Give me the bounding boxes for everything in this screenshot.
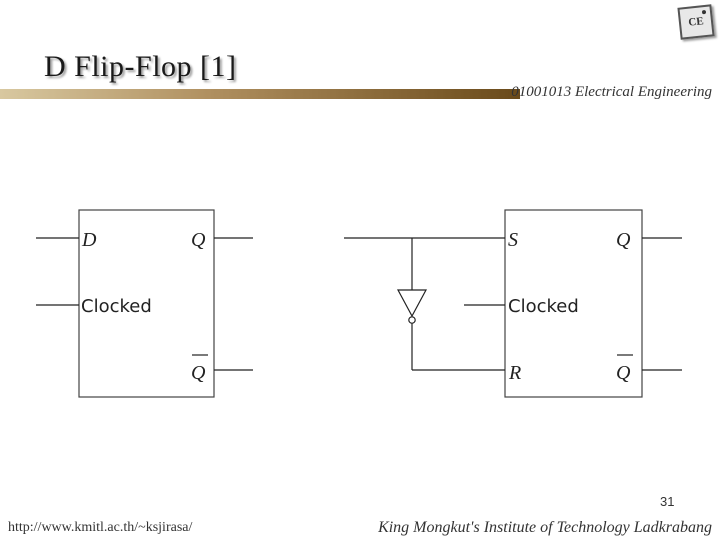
footer-institute: King Mongkut's Institute of Technology L… [378, 519, 712, 536]
qbar-label-right: Q [616, 362, 631, 384]
d-flip-flop-block: D Q Clocked Q [36, 209, 253, 398]
q-label: Q [191, 229, 206, 251]
title-underline-bar [0, 89, 520, 99]
d-flip-flop-box [78, 209, 215, 398]
q-label-right: Q [616, 229, 631, 251]
s-label: S [508, 229, 518, 251]
clocked-label: Clocked [81, 296, 152, 317]
sr-flip-flop-block: S Q Clocked R Q [344, 209, 682, 398]
r-label: R [508, 362, 521, 384]
footer-url[interactable]: http://www.kmitl.ac.th/~ksjirasa/ [8, 520, 193, 535]
course-code: 01001013 Electrical Engineering [511, 84, 712, 100]
slide-number: 31 [660, 494, 675, 509]
slide-title: D Flip-Flop [1] [44, 50, 237, 83]
sr-flip-flop-box [504, 209, 643, 398]
qbar-label: Q [191, 362, 206, 384]
inverter-triangle [396, 289, 428, 318]
d-label: D [81, 229, 97, 251]
clocked-label-right: Clocked [508, 296, 579, 317]
inverter-bubble [408, 316, 416, 324]
